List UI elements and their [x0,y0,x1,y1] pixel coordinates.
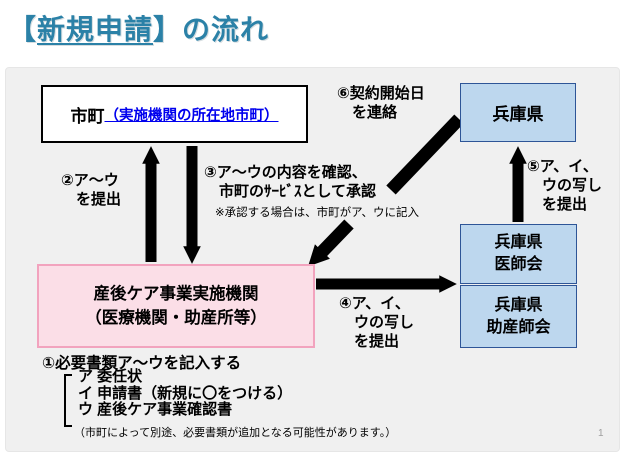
medical-association-label: 兵庫県 医師会 [494,234,543,273]
page-title: 【新規申請】の流れ [8,8,269,48]
city-box-link[interactable]: （実施機関の所在地市町） [104,107,279,124]
step3-note: ※承認する場合は、市町がア、ウに記入 [215,207,419,219]
prefecture-box: 兵庫県 [460,83,576,142]
step1-items: ア 委任状 イ 申請書（新規に〇をつける） ウ 産後ケア事業確認書 [78,368,293,418]
step3-label: ③ア～ウの内容を確認、 市町のｻｰﾋﾞｽとして承認 [204,164,377,200]
step1-note: （市町によって別途、必要書類が追加となる可能性があります。） [74,427,397,439]
arrow-step6-diagonal-icon [307,114,464,267]
prefecture-box-label: 兵庫県 [492,105,544,124]
step1-heading: ①必要書類ア～ウを記入する [42,355,242,372]
page-title-prefix: 【 [8,14,38,45]
step4-label: ④ア、イ、 ウの写し を提出 [339,295,415,350]
step5-label: ⑤ア、イ、 ウの写し を提出 [527,158,603,213]
city-box-label: 市町 [70,106,105,126]
page-number: 1 [598,428,604,439]
page-title-emphasis: 新規申請 [37,14,154,45]
city-box: 市町（実施機関の所在地市町） [41,85,308,143]
bracket-icon [64,374,72,427]
provider-box-label: 産後ケア事業実施機関 （医療機関・助産所等） [85,285,267,327]
step6-label: ⑥契約開始日 を連絡 [337,85,425,121]
provider-box: 産後ケア事業実施機関 （医療機関・助産所等） [37,264,315,348]
step2-label: ②ア～ウ を提出 [61,172,122,208]
midwife-association-box: 兵庫県 助産師会 [460,285,577,348]
midwife-association-label: 兵庫県 助産師会 [486,296,551,336]
medical-association-box: 兵庫県 医師会 [460,224,577,284]
page-title-suffix: 】の流れ [153,14,270,45]
